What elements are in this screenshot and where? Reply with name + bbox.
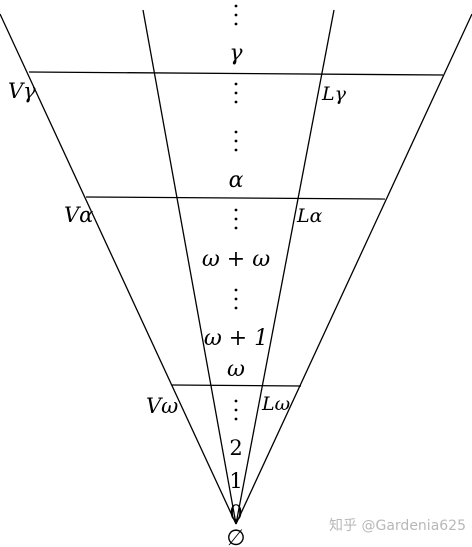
l-gamma-label: Lγ bbox=[321, 83, 347, 105]
l-omega-label: Lω bbox=[261, 393, 290, 415]
vertical-dots-top bbox=[234, 4, 238, 26]
empty-set-label: ∅ bbox=[226, 526, 245, 547]
v-cone-right-edge bbox=[235, 13, 472, 525]
level-line-alpha bbox=[85, 196, 386, 200]
vertical-dots-below-gamma bbox=[234, 82, 238, 104]
ordinal-label-zero: 0 bbox=[229, 501, 242, 525]
watermark-text: 知乎 @Gardenia625 bbox=[329, 517, 466, 534]
l-alpha-label: Lα bbox=[296, 205, 323, 227]
vertical-dots-above-alpha bbox=[234, 130, 238, 152]
v-cone-left-edge bbox=[0, 13, 237, 525]
ordinal-label-omega-plus-one: ω + 1 bbox=[204, 326, 268, 351]
ordinal-label-omega-plus-omega: ω + ω bbox=[202, 247, 270, 272]
l-cone-left-edge bbox=[142, 9, 237, 525]
ordinal-label-omega: ω bbox=[227, 357, 245, 382]
ordinal-label-gamma: γ bbox=[229, 41, 243, 66]
v-alpha-label: Vα bbox=[64, 203, 93, 227]
level-line-gamma bbox=[28, 71, 444, 76]
ordinal-label-one: 1 bbox=[229, 469, 242, 493]
level-line-omega bbox=[171, 384, 302, 387]
vertical-dots-between-omega-sums bbox=[234, 288, 238, 310]
v-gamma-label: Vγ bbox=[8, 79, 36, 103]
ordinal-label-two: 2 bbox=[229, 436, 242, 460]
vertical-dots-below-omega bbox=[234, 399, 238, 421]
v-omega-label: Vω bbox=[146, 394, 178, 418]
vertical-dots-below-alpha bbox=[234, 208, 238, 230]
l-cone-right-edge bbox=[235, 9, 335, 525]
ordinal-label-alpha: α bbox=[229, 168, 244, 193]
